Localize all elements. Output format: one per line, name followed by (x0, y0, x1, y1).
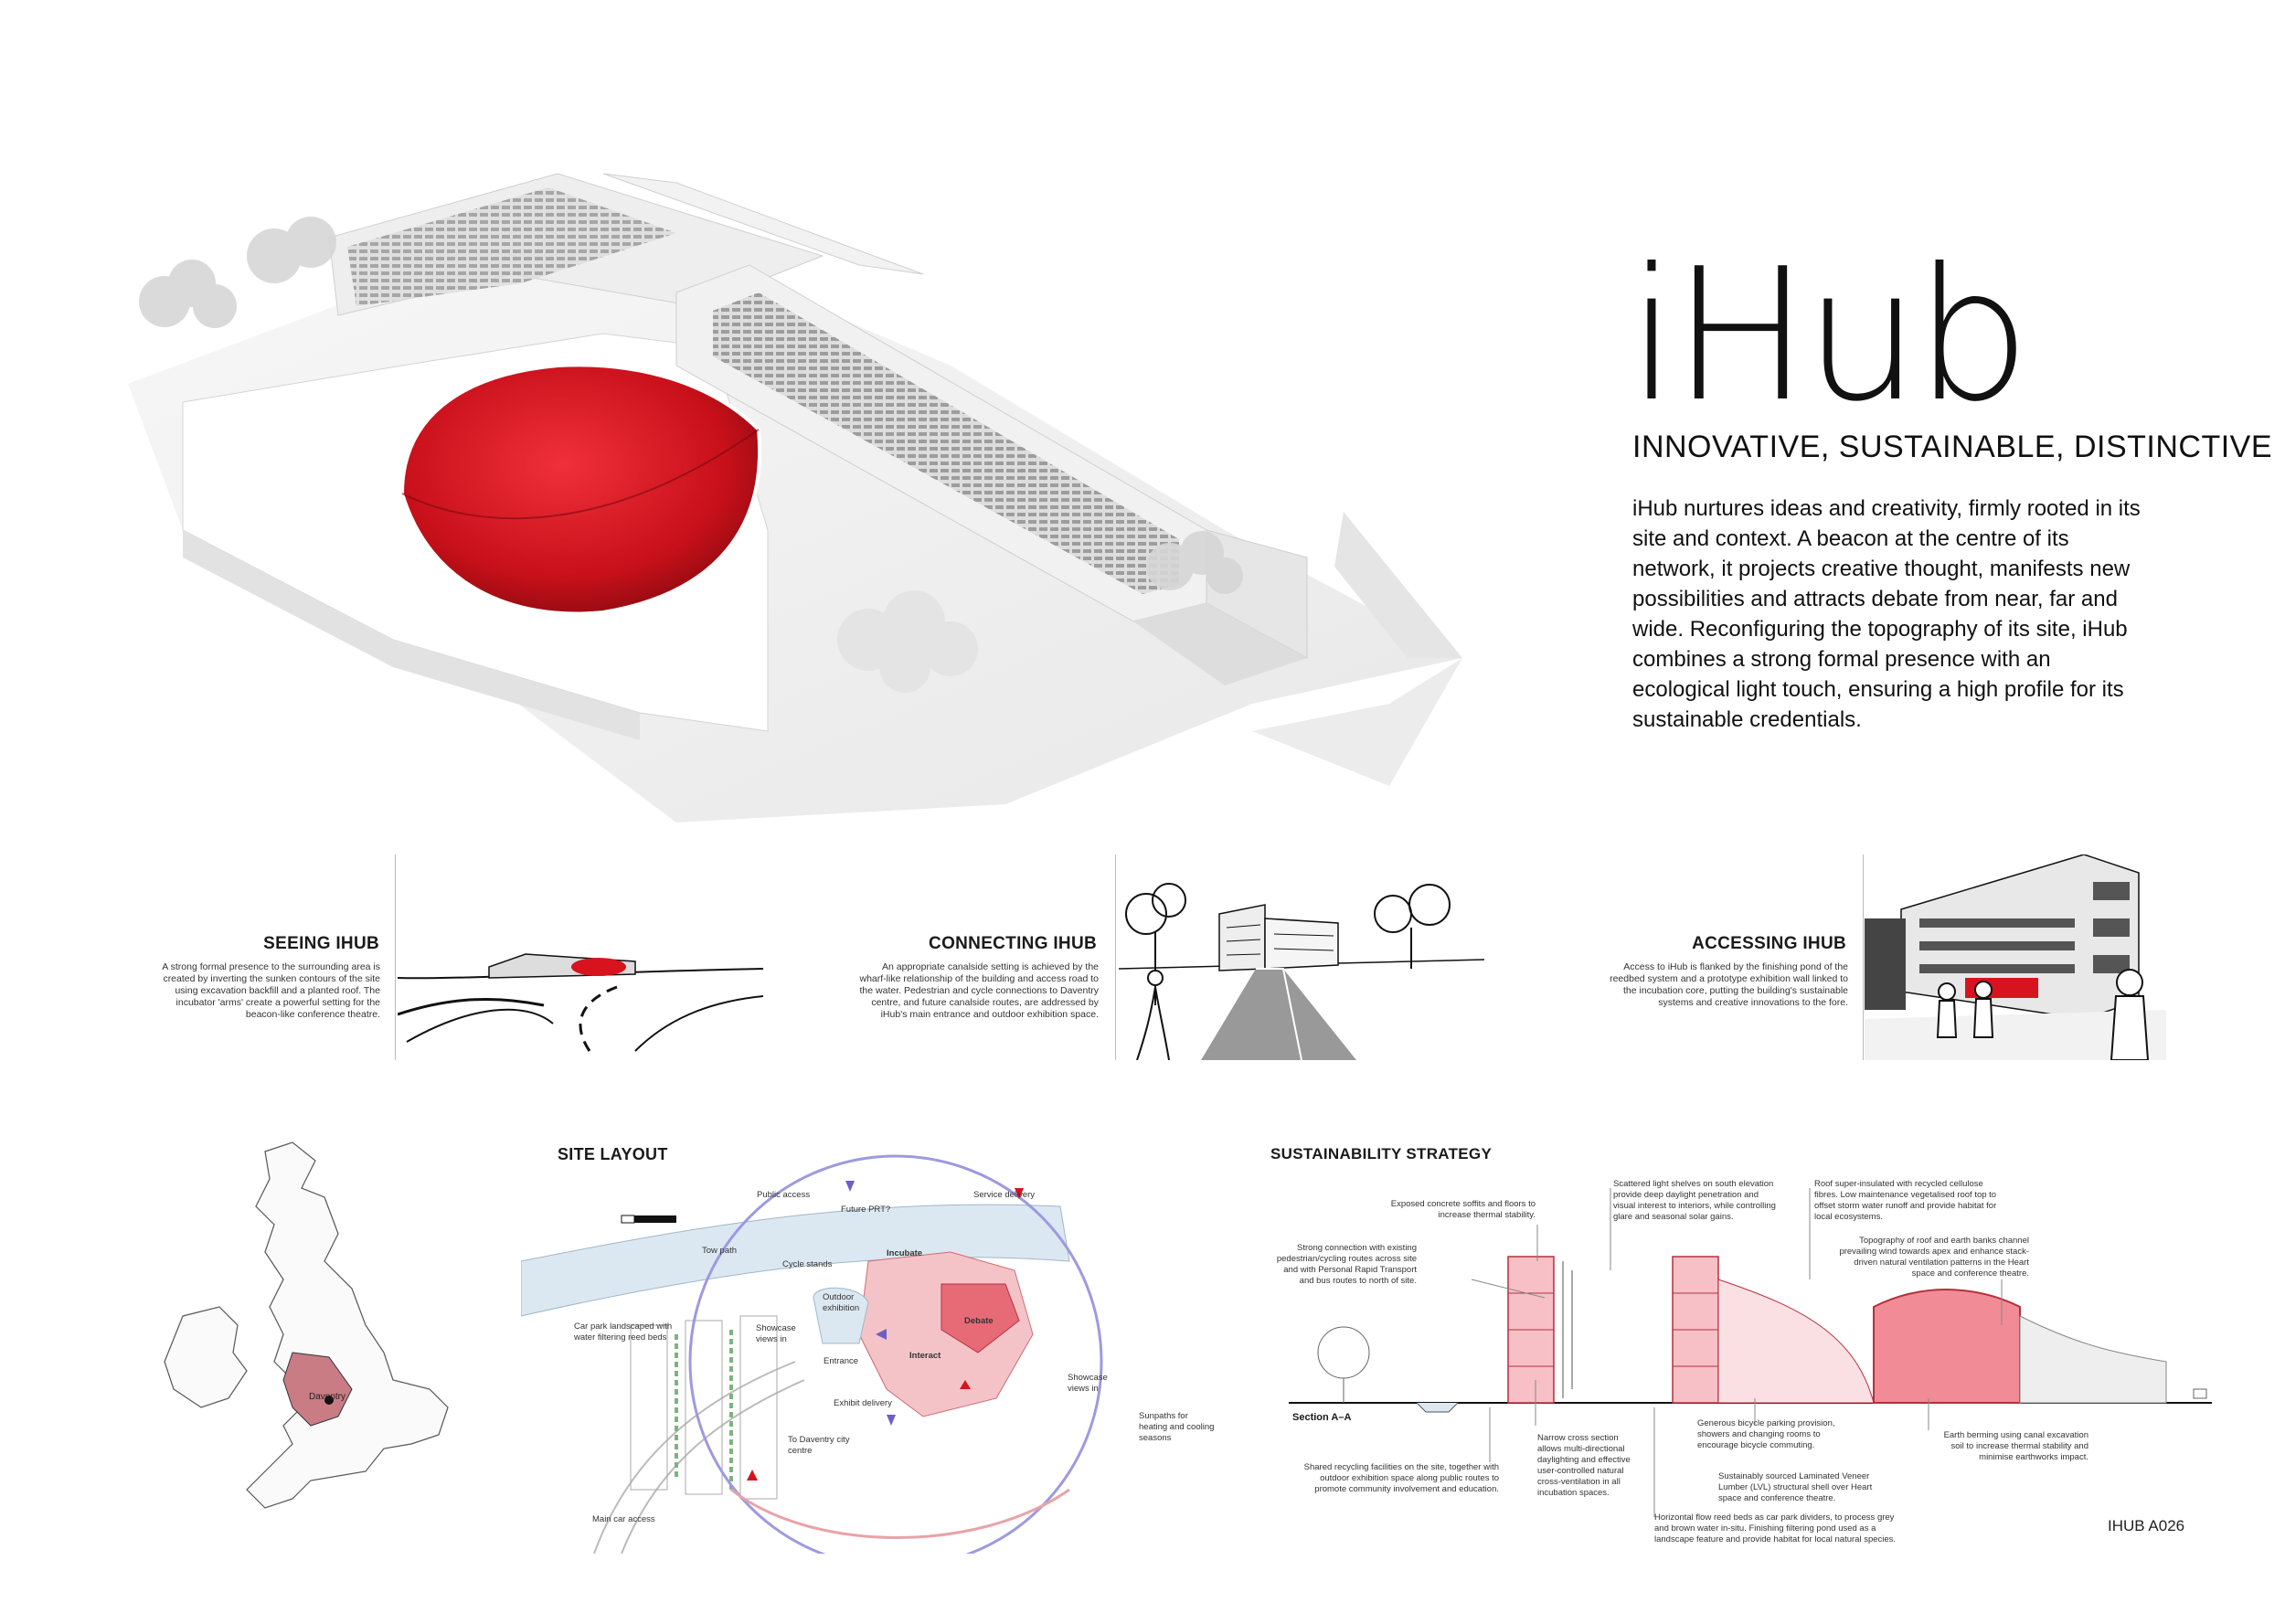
panel-heading-connecting: CONNECTING IHUB (929, 934, 1097, 953)
panel-heading-seeing: SEEING IHUB (263, 934, 379, 953)
label-sunpaths: Sunpaths for heating and cooling seasons (1139, 1411, 1215, 1443)
uk-location-map (164, 1141, 449, 1509)
panel-text-seeing: A strong formal presence to the surround… (162, 961, 380, 1020)
label-main-car-access: Main car access (592, 1514, 655, 1524)
sketch-connecting-ihub (1119, 883, 1484, 1060)
panel-divider (1863, 854, 1864, 1060)
panel-divider (395, 854, 396, 1060)
note-reed-beds: Horizontal flow reed beds as car park di… (1654, 1513, 1897, 1544)
label-tow-path: Tow path (702, 1246, 738, 1256)
note-lvl-shell: Sustainably sourced Laminated Veneer Lum… (1718, 1471, 1873, 1503)
label-outdoor-exhibition: Outdoor exhibition (823, 1292, 860, 1313)
note-recycling: Shared recycling facilities on the site,… (1303, 1462, 1499, 1494)
note-pedestrian-routes: Strong connection with existing pedestri… (1276, 1243, 1417, 1286)
hero-building-render (128, 173, 1462, 823)
label-exhibit-delivery: Exhibit delivery (834, 1398, 892, 1408)
panel-heading-accessing: ACCESSING IHUB (1692, 934, 1846, 953)
note-roof-topography: Topography of roof and earth banks chann… (1839, 1236, 2029, 1279)
sheet-id: IHUB A026 (2108, 1517, 2185, 1534)
sustainability-section-drawing (1289, 1256, 2212, 1413)
sketch-accessing-ihub (1865, 854, 2166, 1060)
label-car-park: Car park landscaped with water filtering… (574, 1321, 673, 1343)
note-leader-lines (1471, 1188, 2003, 1517)
panel-text-accessing: Access to iHub is flanked by the finishi… (1610, 961, 1848, 1008)
note-roof-insulation: Roof super-insulated with recycled cellu… (1814, 1179, 1997, 1222)
panel-divider (1115, 854, 1116, 1060)
label-future-prt: Future PRT? (841, 1205, 891, 1215)
page-title: iHub (1627, 245, 2031, 428)
intro-paragraph: iHub nurtures ideas and creativity, firm… (1632, 496, 2141, 732)
label-to-daventry: To Daventry city centre (788, 1435, 850, 1456)
sketch-seeing-ihub (398, 953, 763, 1052)
daventry-marker-icon (324, 1396, 334, 1405)
note-bicycle-parking: Generous bicycle parking provision, show… (1697, 1418, 1835, 1450)
label-service-delivery: Service delivery (973, 1190, 1036, 1200)
label-incubate: Incubate (887, 1248, 923, 1258)
label-showcase-views-in-2: Showcase views in (1068, 1373, 1108, 1394)
panel-text-connecting: An appropriate canalside setting is achi… (859, 961, 1100, 1020)
note-light-shelves: Scattered light shelves on south elevati… (1613, 1179, 1776, 1222)
page-subtitle: INNOVATIVE, SUSTAINABLE, DISTINCTIVE (1632, 430, 2273, 464)
north-arrow-icon (621, 1215, 676, 1224)
note-narrow-section: Narrow cross section allows multi-direct… (1537, 1433, 1631, 1498)
label-cycle-stands: Cycle stands (782, 1259, 833, 1269)
section-label: Section A–A (1292, 1412, 1352, 1423)
site-layout-heading: SITE LAYOUT (558, 1145, 668, 1163)
label-entrance: Entrance (824, 1356, 859, 1366)
site-layout-plan (521, 1154, 1103, 1554)
label-showcase-views-in: Showcase views in (756, 1323, 796, 1344)
map-place-label: Daventry (309, 1392, 346, 1402)
label-interact: Interact (909, 1351, 941, 1361)
note-concrete-soffits: Exposed concrete soffits and floors to i… (1390, 1199, 1536, 1220)
sustainability-heading: SUSTAINABILITY STRATEGY (1270, 1145, 1493, 1162)
label-debate: Debate (964, 1316, 994, 1326)
note-earth-berming: Earth berming using canal excavation soi… (1943, 1430, 2088, 1462)
title-text: iHub (1627, 229, 2031, 442)
label-public-access: Public access (757, 1190, 811, 1200)
